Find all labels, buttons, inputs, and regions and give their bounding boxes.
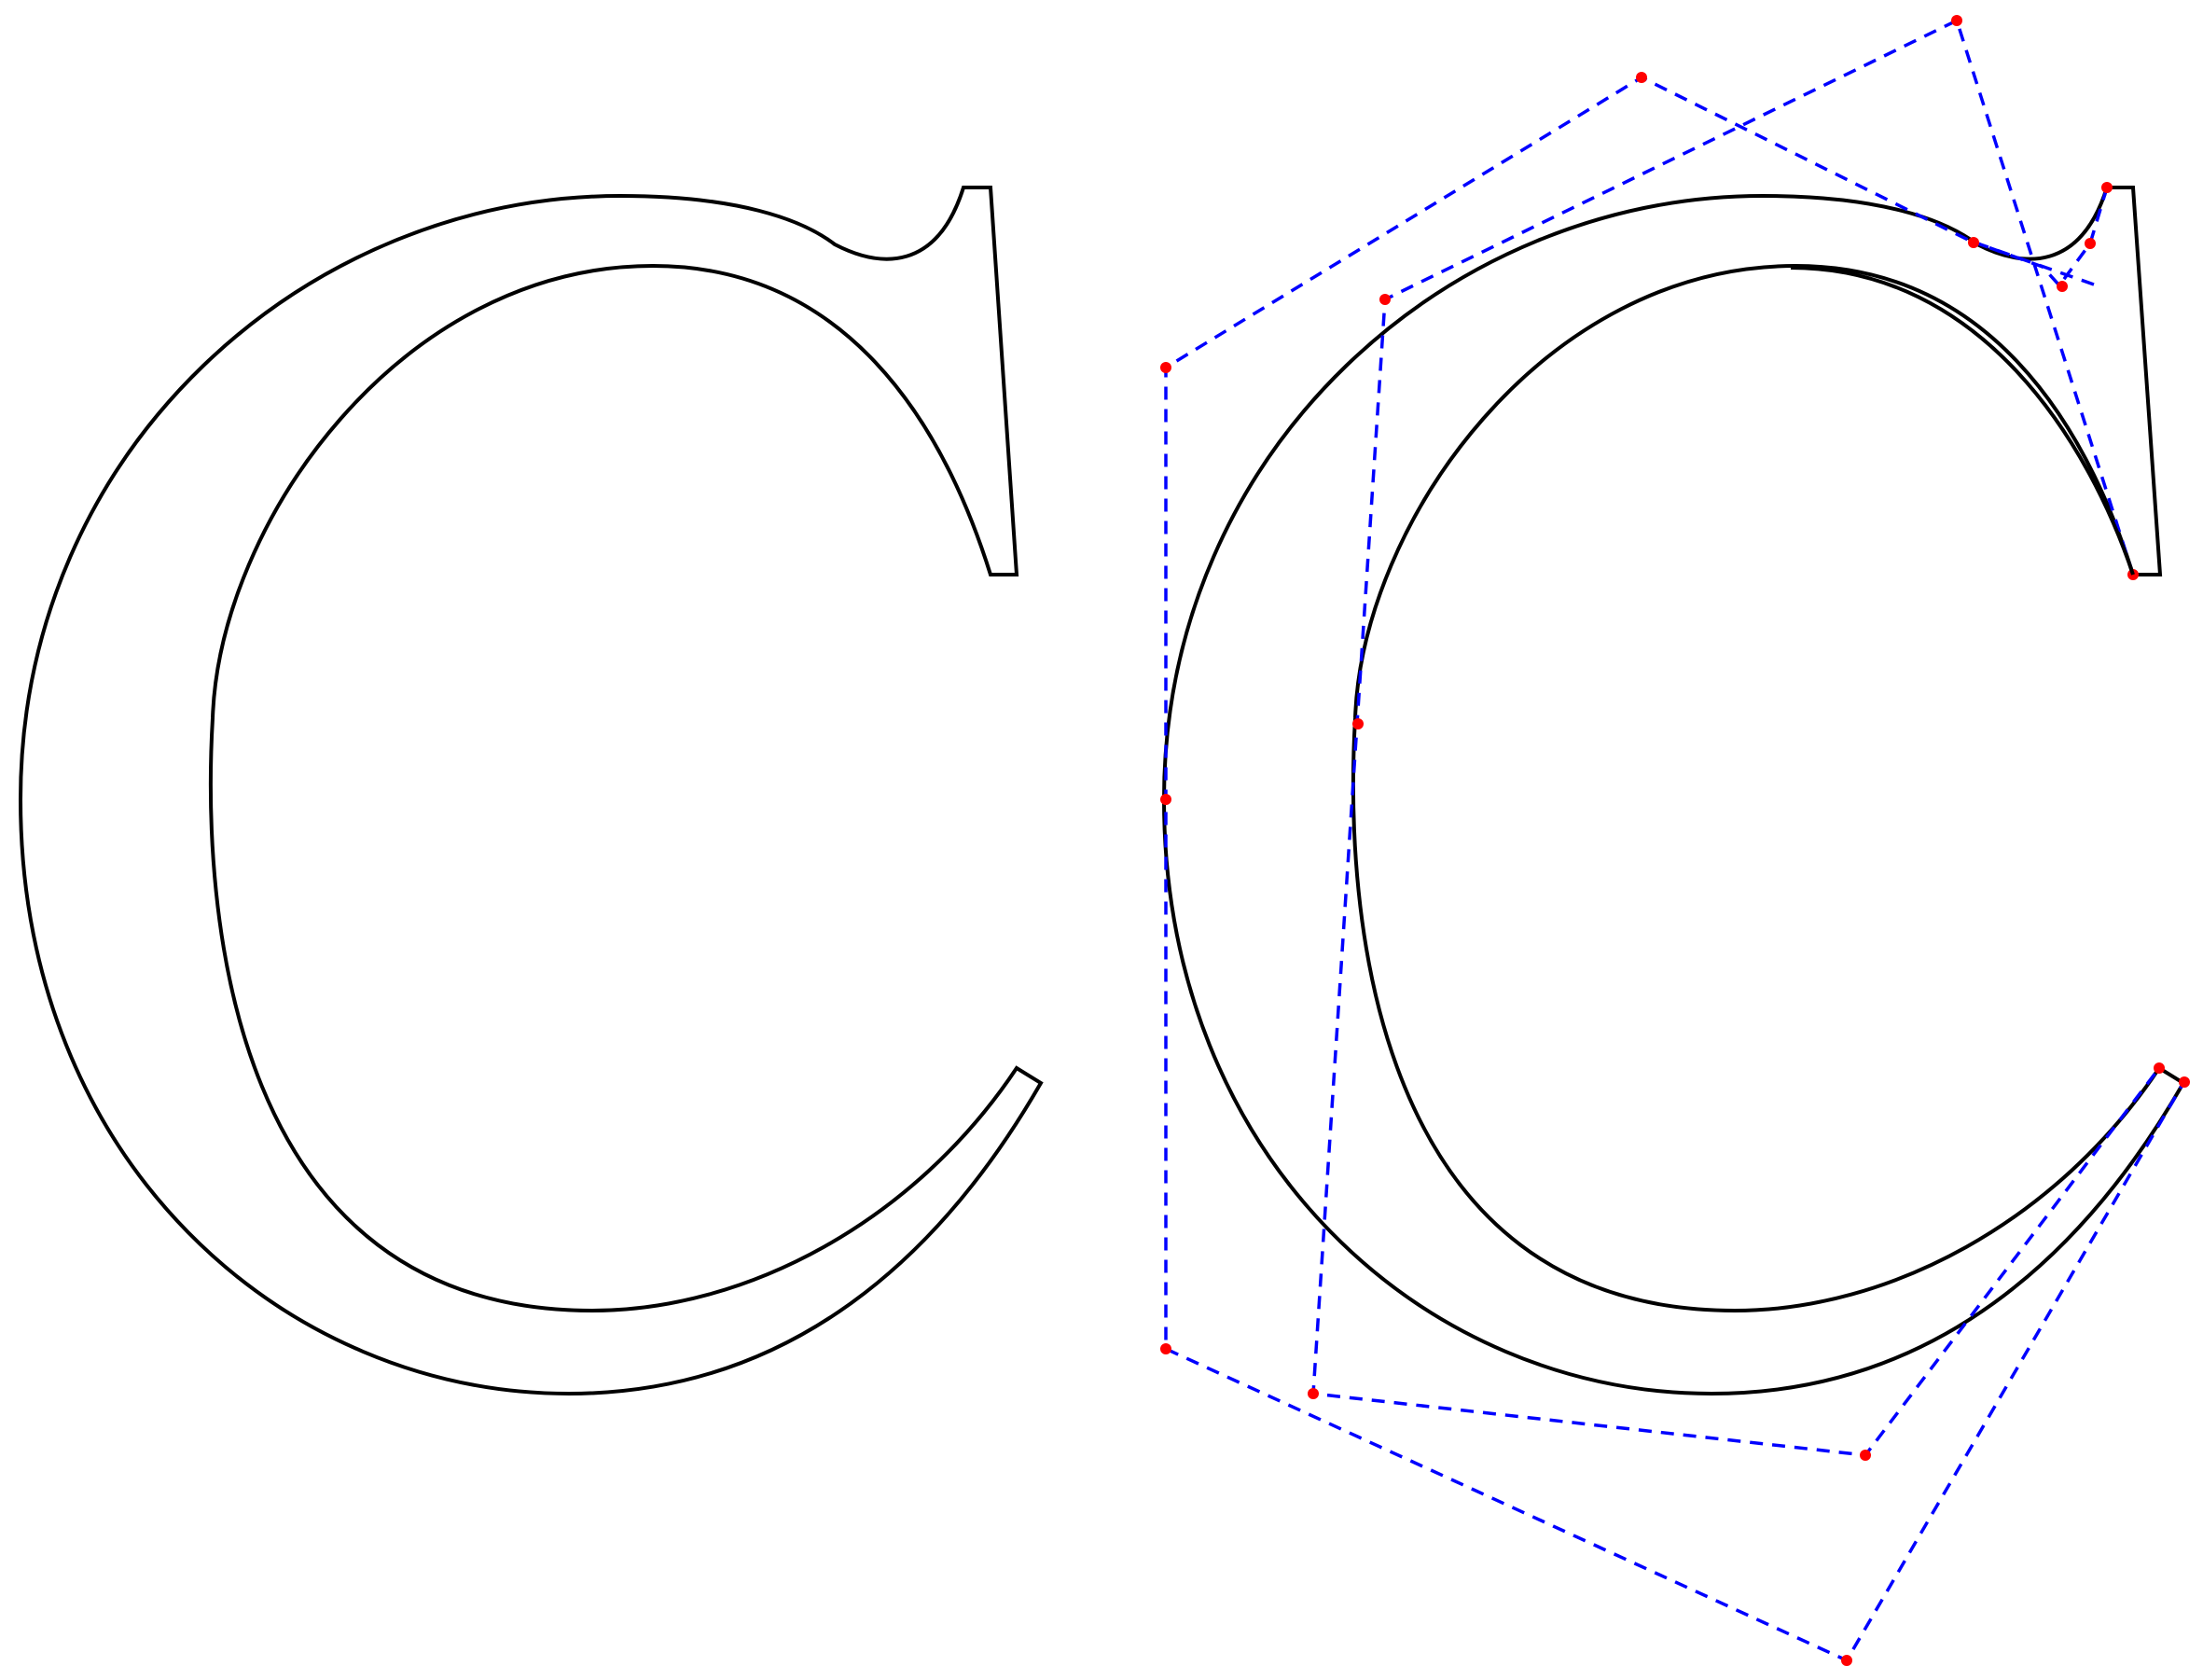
right-glyph-inner-contour [1790, 266, 2135, 576]
control-polygon-inner [1311, 18, 2161, 1457]
control-point [1860, 1450, 1871, 1461]
bezier-glyph-panel [1160, 15, 2190, 1666]
control-point [1636, 72, 1647, 83]
control-point [1308, 1388, 1319, 1399]
control-point [2057, 281, 2068, 292]
control-polygon-spur [1969, 187, 2109, 288]
control-point [1379, 294, 1391, 305]
control-point [1160, 1343, 1171, 1354]
control-point [1968, 237, 1979, 248]
control-point [1160, 362, 1171, 373]
left-glyph-outer-contour [18, 186, 1044, 1396]
control-point [1951, 15, 1962, 26]
control-point [2154, 1062, 2165, 1074]
control-point [1352, 718, 1364, 729]
control-point [1160, 794, 1171, 805]
control-point [2179, 1076, 2190, 1088]
control-polygon-outer [1164, 76, 2185, 1663]
control-point [1841, 1655, 1852, 1666]
control-point [2085, 238, 2096, 249]
right-glyph-outer-contour [1161, 186, 2186, 1396]
plain-glyph-panel [18, 186, 1044, 1396]
control-point [2101, 182, 2113, 193]
